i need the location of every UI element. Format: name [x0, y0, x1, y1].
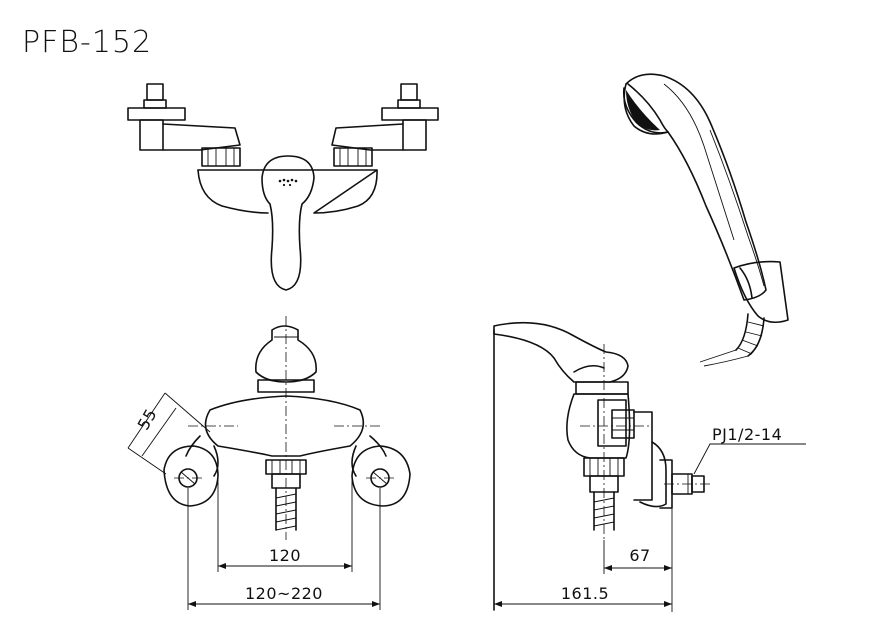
- front-dimensions: [187, 478, 381, 610]
- shower-head: [622, 73, 789, 367]
- dim-inlet-range: 120~220: [245, 584, 323, 603]
- top-view: [127, 83, 439, 291]
- dim-wall-to-outlet: 67: [629, 546, 650, 565]
- thread-spec: PJ1/2-14: [712, 425, 782, 444]
- model-number: PFB-152: [22, 25, 152, 60]
- dim-inlet-spacing: 120: [269, 546, 301, 565]
- side-view: [493, 321, 806, 611]
- side-dimensions: [494, 508, 673, 612]
- dim-handle-offset: 55: [134, 405, 161, 433]
- dim-depth: 161.5: [561, 584, 609, 603]
- front-view: [127, 316, 411, 540]
